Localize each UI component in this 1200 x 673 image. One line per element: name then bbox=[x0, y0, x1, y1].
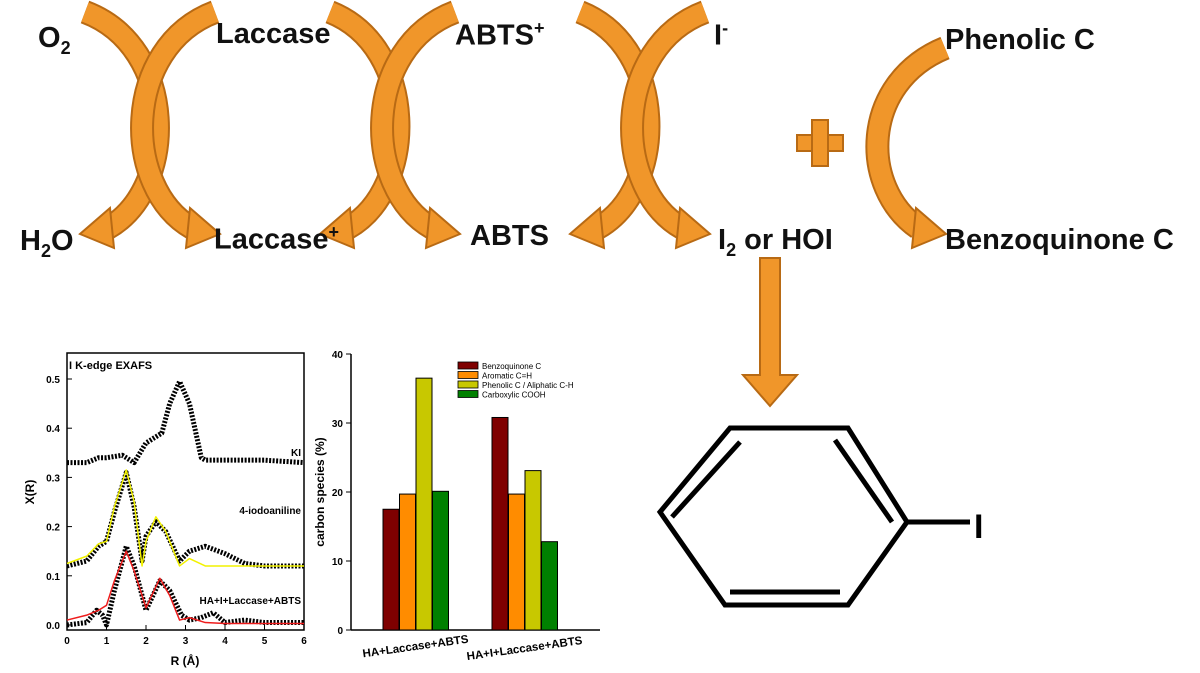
series-4-iodoaniline bbox=[66, 469, 304, 569]
laccase-label: Laccase bbox=[216, 18, 331, 50]
legend-label: Aromatic C=H bbox=[482, 372, 532, 381]
category-label: HA+I+Laccase+ABTS bbox=[466, 635, 584, 663]
series-label: KI bbox=[291, 448, 301, 459]
legend-label: Carboxylic COOH bbox=[482, 391, 546, 400]
y-tick-label: 0 bbox=[337, 626, 343, 637]
arrow-laccase-to-laccase-plus-2 bbox=[318, 0, 411, 250]
legend-swatch bbox=[457, 361, 479, 370]
bar-benzoquinone-c bbox=[382, 508, 400, 631]
laccase-plus-label: Laccase+ bbox=[214, 222, 340, 256]
iodide-label: I- bbox=[714, 18, 729, 52]
bar-benzoquinone-c bbox=[491, 416, 509, 631]
i2-hoi-label: I2 or HOI bbox=[718, 224, 833, 260]
legend-label: Phenolic C / Aliphatic C-H bbox=[482, 381, 574, 390]
x-tick-label: 5 bbox=[262, 636, 268, 647]
x-tick-label: 0 bbox=[64, 636, 70, 647]
y-tick-label: 40 bbox=[332, 350, 344, 361]
arrow-iodide-to-i2 bbox=[620, 0, 712, 250]
x-tick-label: 3 bbox=[183, 636, 189, 647]
arrow-abts-plus-to-abts bbox=[370, 0, 462, 250]
x-tick-label: 1 bbox=[104, 636, 110, 647]
down-arrow-icon bbox=[740, 257, 800, 408]
y-tick-label: 10 bbox=[332, 557, 344, 568]
y-axis-label: X(R) bbox=[23, 480, 37, 505]
bar-aromatic-c-h bbox=[399, 493, 416, 631]
y-tick-label: 0.4 bbox=[46, 424, 60, 435]
y-tick-label: 0.5 bbox=[46, 375, 60, 386]
chart-title: I K-edge EXAFS bbox=[69, 360, 152, 372]
iodobenzene-structure bbox=[656, 425, 970, 608]
legend-label: Benzoquinone C bbox=[482, 362, 541, 371]
series-label: 4-iodoaniline bbox=[239, 506, 301, 517]
h2o-label: H2O bbox=[20, 225, 74, 261]
legend-swatch bbox=[457, 390, 479, 398]
y-tick-label: 0.2 bbox=[46, 523, 60, 534]
abts-plus-label: ABTS+ bbox=[455, 18, 545, 52]
y-tick-label: 0.0 bbox=[46, 621, 60, 632]
series-4-iodoaniline-fit bbox=[66, 469, 304, 567]
arrow-laccase-to-laccase-plus bbox=[130, 0, 222, 250]
arrow-phenolic-to-benzoquinone bbox=[865, 36, 951, 250]
bar-carboxylic-cooh bbox=[541, 541, 558, 631]
benzoquinone-c-label: Benzoquinone C bbox=[945, 224, 1174, 256]
carbon-species-bar-chart: 0 10 20 30 40 carbon species (%) HA+Laccase+AB… bbox=[313, 350, 600, 663]
legend-swatch bbox=[457, 371, 479, 379]
arrow-abts-reduction bbox=[568, 0, 661, 250]
y-tick-label: 0.1 bbox=[46, 572, 60, 583]
y-tick-label: 0.3 bbox=[46, 473, 60, 484]
y-axis-label: carbon species (%) bbox=[313, 437, 327, 546]
series-ha-i-laccase-abts-fit bbox=[66, 550, 304, 625]
abts-label: ABTS bbox=[470, 220, 549, 252]
bar-aromatic-c-h bbox=[508, 493, 525, 631]
x-tick-label: 4 bbox=[222, 636, 228, 647]
series-ki bbox=[67, 378, 305, 466]
series-label: HA+I+Laccase+ABTS bbox=[200, 596, 302, 607]
series-ha-i-laccase-abts bbox=[66, 543, 304, 628]
arrow-o2-to-h2o bbox=[78, 0, 170, 250]
exafs-chart: 0 1 2 3 4 5 6 0.0 0.1 0.2 0.3 0.4 0.5 I K-edge EXAFS R… bbox=[23, 352, 307, 668]
bar-phenolic-c-aliphatic-c-h bbox=[415, 377, 433, 631]
iodine-label: I bbox=[974, 508, 983, 546]
x-tick-label: 6 bbox=[301, 636, 307, 647]
y-tick-label: 30 bbox=[332, 419, 344, 430]
legend-swatch bbox=[457, 380, 479, 389]
category-label: HA+Laccase+ABTS bbox=[362, 634, 470, 661]
x-tick-label: 2 bbox=[143, 636, 149, 647]
o2-label: O2 bbox=[38, 22, 71, 58]
bar-carboxylic-cooh bbox=[432, 490, 449, 631]
plot-frame bbox=[66, 352, 305, 631]
x-axis-label: R (Å) bbox=[171, 653, 200, 668]
y-tick-label: 20 bbox=[332, 488, 344, 499]
phenolic-c-label: Phenolic C bbox=[945, 24, 1095, 56]
bar-phenolic-c-aliphatic-c-h bbox=[524, 470, 542, 631]
plus-icon bbox=[796, 119, 844, 167]
